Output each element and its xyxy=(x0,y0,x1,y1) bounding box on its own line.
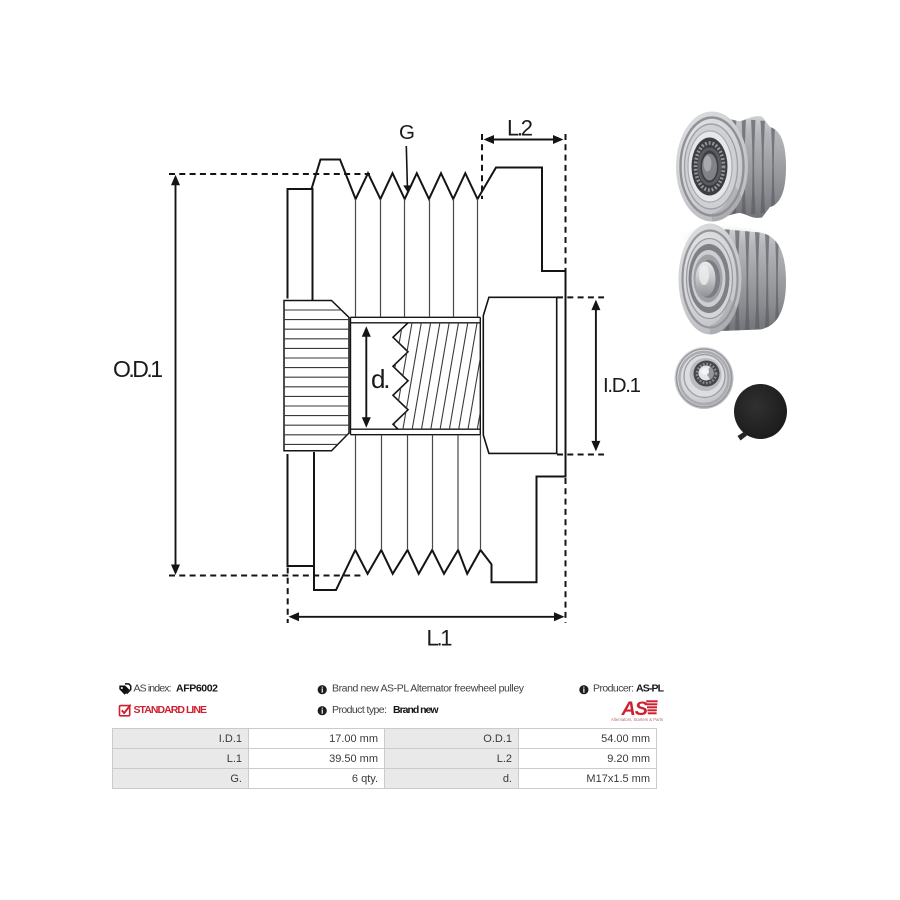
svg-text:i: i xyxy=(321,686,324,695)
svg-text:Alternators, Starters & Parts: Alternators, Starters & Parts xyxy=(611,717,664,723)
svg-text:AS index:: AS index: xyxy=(134,683,172,695)
svg-text:Product type:: Product type: xyxy=(332,704,387,716)
svg-text:Brand new: Brand new xyxy=(393,704,439,716)
svg-text:L.2: L.2 xyxy=(507,116,533,141)
svg-text:STANDARD LINE: STANDARD LINE xyxy=(134,704,208,716)
svg-text:G: G xyxy=(399,121,415,144)
svg-text:AS-PL: AS-PL xyxy=(636,683,665,695)
svg-text:O.D.1: O.D.1 xyxy=(113,356,163,382)
svg-text:AFP6002: AFP6002 xyxy=(176,683,218,695)
svg-text:I.D.1: I.D.1 xyxy=(603,374,641,397)
svg-text:L.1: L.1 xyxy=(427,626,453,651)
svg-text:Brand new AS-PL Alternator fre: Brand new AS-PL Alternator freewheel pul… xyxy=(332,683,525,695)
svg-text:AS: AS xyxy=(620,698,648,720)
svg-text:i: i xyxy=(321,707,324,716)
svg-text:Producer:: Producer: xyxy=(593,683,634,695)
svg-text:d.: d. xyxy=(371,364,391,394)
svg-text:i: i xyxy=(583,686,586,695)
